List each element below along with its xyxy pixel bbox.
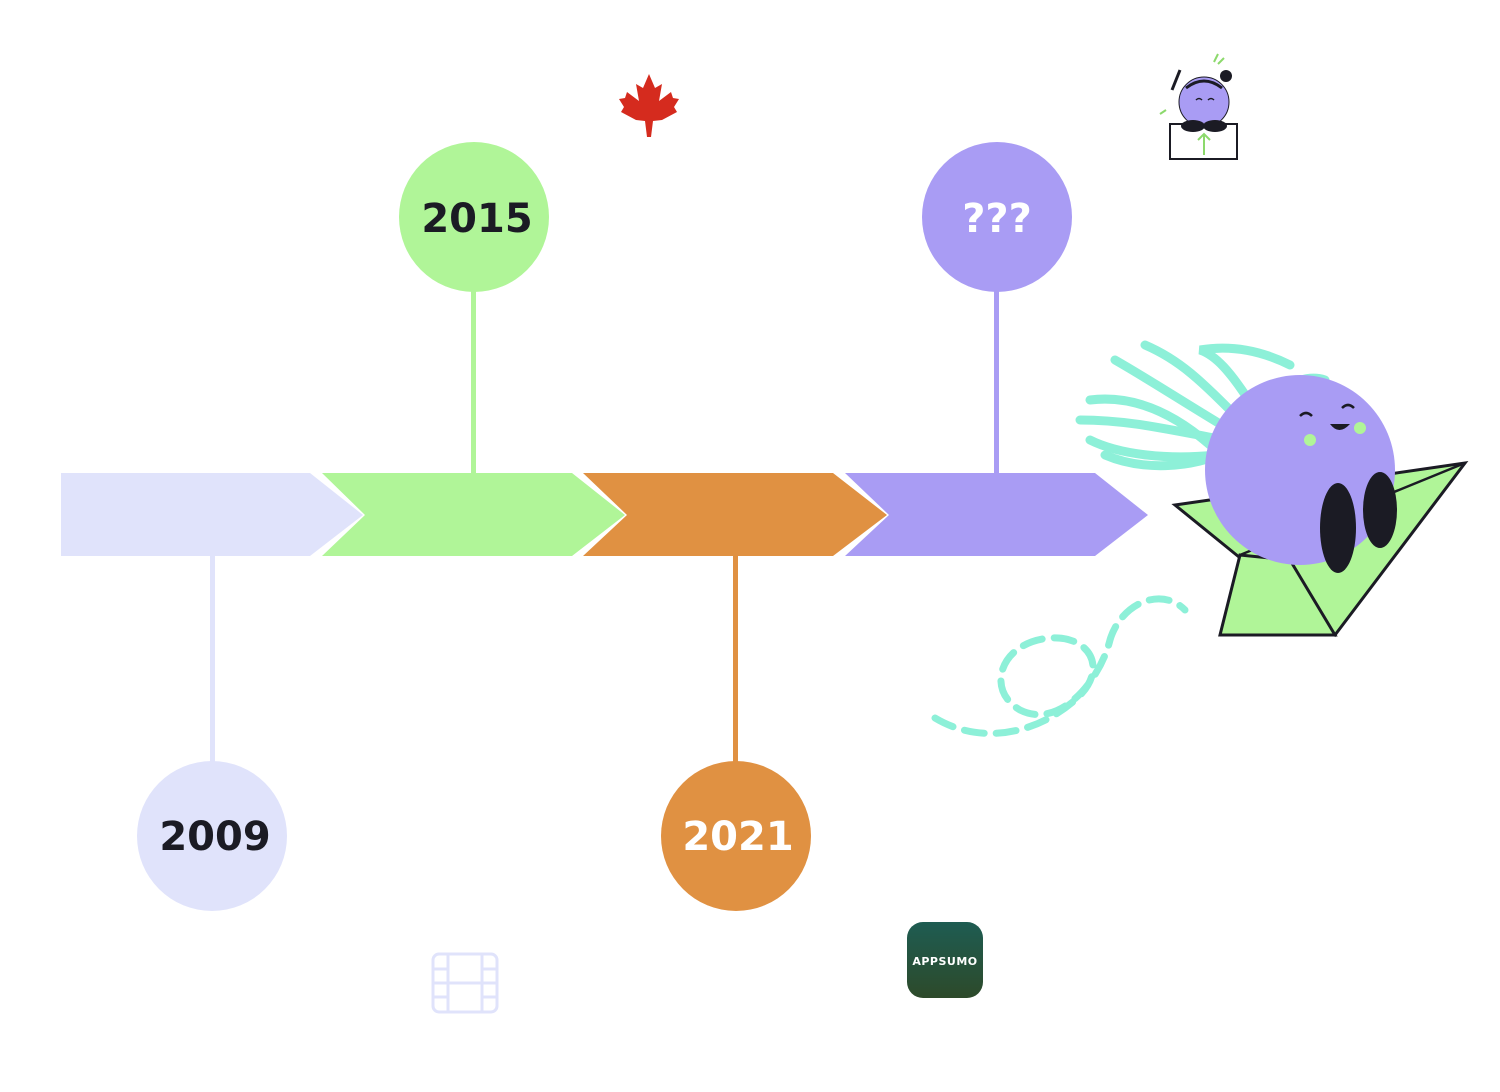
film-icon <box>431 952 499 1014</box>
milestone-label-2021: 2021 <box>682 814 793 860</box>
timeline-segment-1 <box>61 473 363 556</box>
maple-leaf-icon <box>619 74 679 137</box>
milestone-label-2009: 2009 <box>159 814 270 860</box>
milestone-future: ??? <box>922 142 1072 292</box>
milestone-label-future: ??? <box>962 196 1032 242</box>
milestone-2009: 2009 <box>137 761 287 911</box>
timeline-segment-4 <box>845 473 1148 556</box>
milestone-label-2015: 2015 <box>421 196 532 242</box>
milestone-circle <box>661 761 811 911</box>
timeline-segment-2 <box>322 473 625 556</box>
stem-2015 <box>471 290 476 475</box>
appsumo-logo-text: APPSUMO <box>912 955 977 968</box>
milestone-2021: 2021 <box>661 761 811 911</box>
stem-2009 <box>210 556 215 766</box>
stem-2021 <box>733 556 738 766</box>
timeline-segment-3 <box>583 473 887 556</box>
milestone-circle <box>137 761 287 911</box>
milestone-circle <box>399 142 549 292</box>
stem-future <box>994 290 999 475</box>
appsumo-logo: APPSUMO <box>907 922 983 998</box>
mascot-paper-plane-illustration <box>931 340 1469 737</box>
mascot-box-illustration <box>1159 53 1238 160</box>
milestone-2015: 2015 <box>399 142 549 292</box>
milestone-circle <box>922 142 1072 292</box>
